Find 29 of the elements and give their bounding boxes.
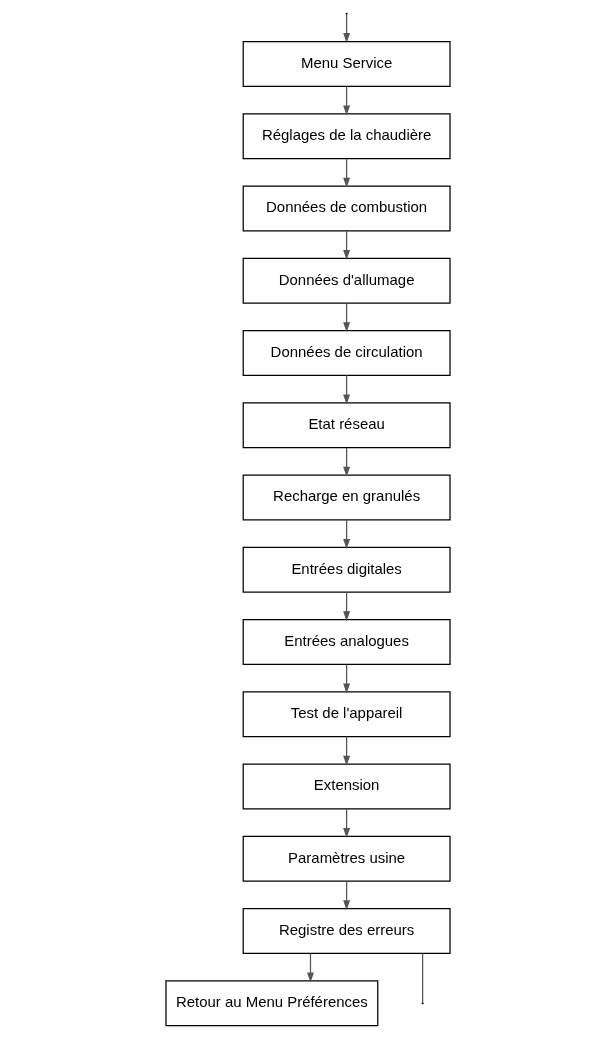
node-box: Extension (242, 763, 451, 810)
arrow (307, 952, 314, 983)
arrow (343, 85, 351, 116)
arrow (343, 880, 351, 911)
node-box: Retour au Menu Préférences (165, 980, 379, 1027)
node-box: Registre des erreurs (242, 908, 451, 955)
node-box: Test de l'appareil (242, 691, 451, 738)
arrow (343, 663, 351, 694)
arrow (343, 230, 351, 260)
node-box: Réglages de la chaudière (242, 113, 451, 160)
node-box: Entrées analogues (242, 619, 451, 666)
arrow (343, 158, 351, 188)
node-box: Etat réseau (242, 402, 451, 449)
arrow (343, 13, 351, 44)
arrow (343, 736, 351, 766)
arrow (343, 374, 351, 405)
node-box: Menu Service (242, 40, 451, 88)
node-box: Données d'allumage (242, 257, 451, 304)
node-box: Données de combustion (242, 185, 451, 232)
node-box: Recharge en granulés (242, 474, 451, 521)
node-box: Paramètres usine (242, 835, 451, 882)
arrow (343, 591, 351, 622)
arrow (343, 447, 351, 477)
arrow (343, 808, 351, 838)
node-box: Entrées digitales (242, 546, 451, 593)
arrow (343, 519, 351, 549)
arrow (343, 302, 351, 333)
connector (422, 952, 424, 1004)
node-box: Données de circulation (242, 329, 451, 377)
